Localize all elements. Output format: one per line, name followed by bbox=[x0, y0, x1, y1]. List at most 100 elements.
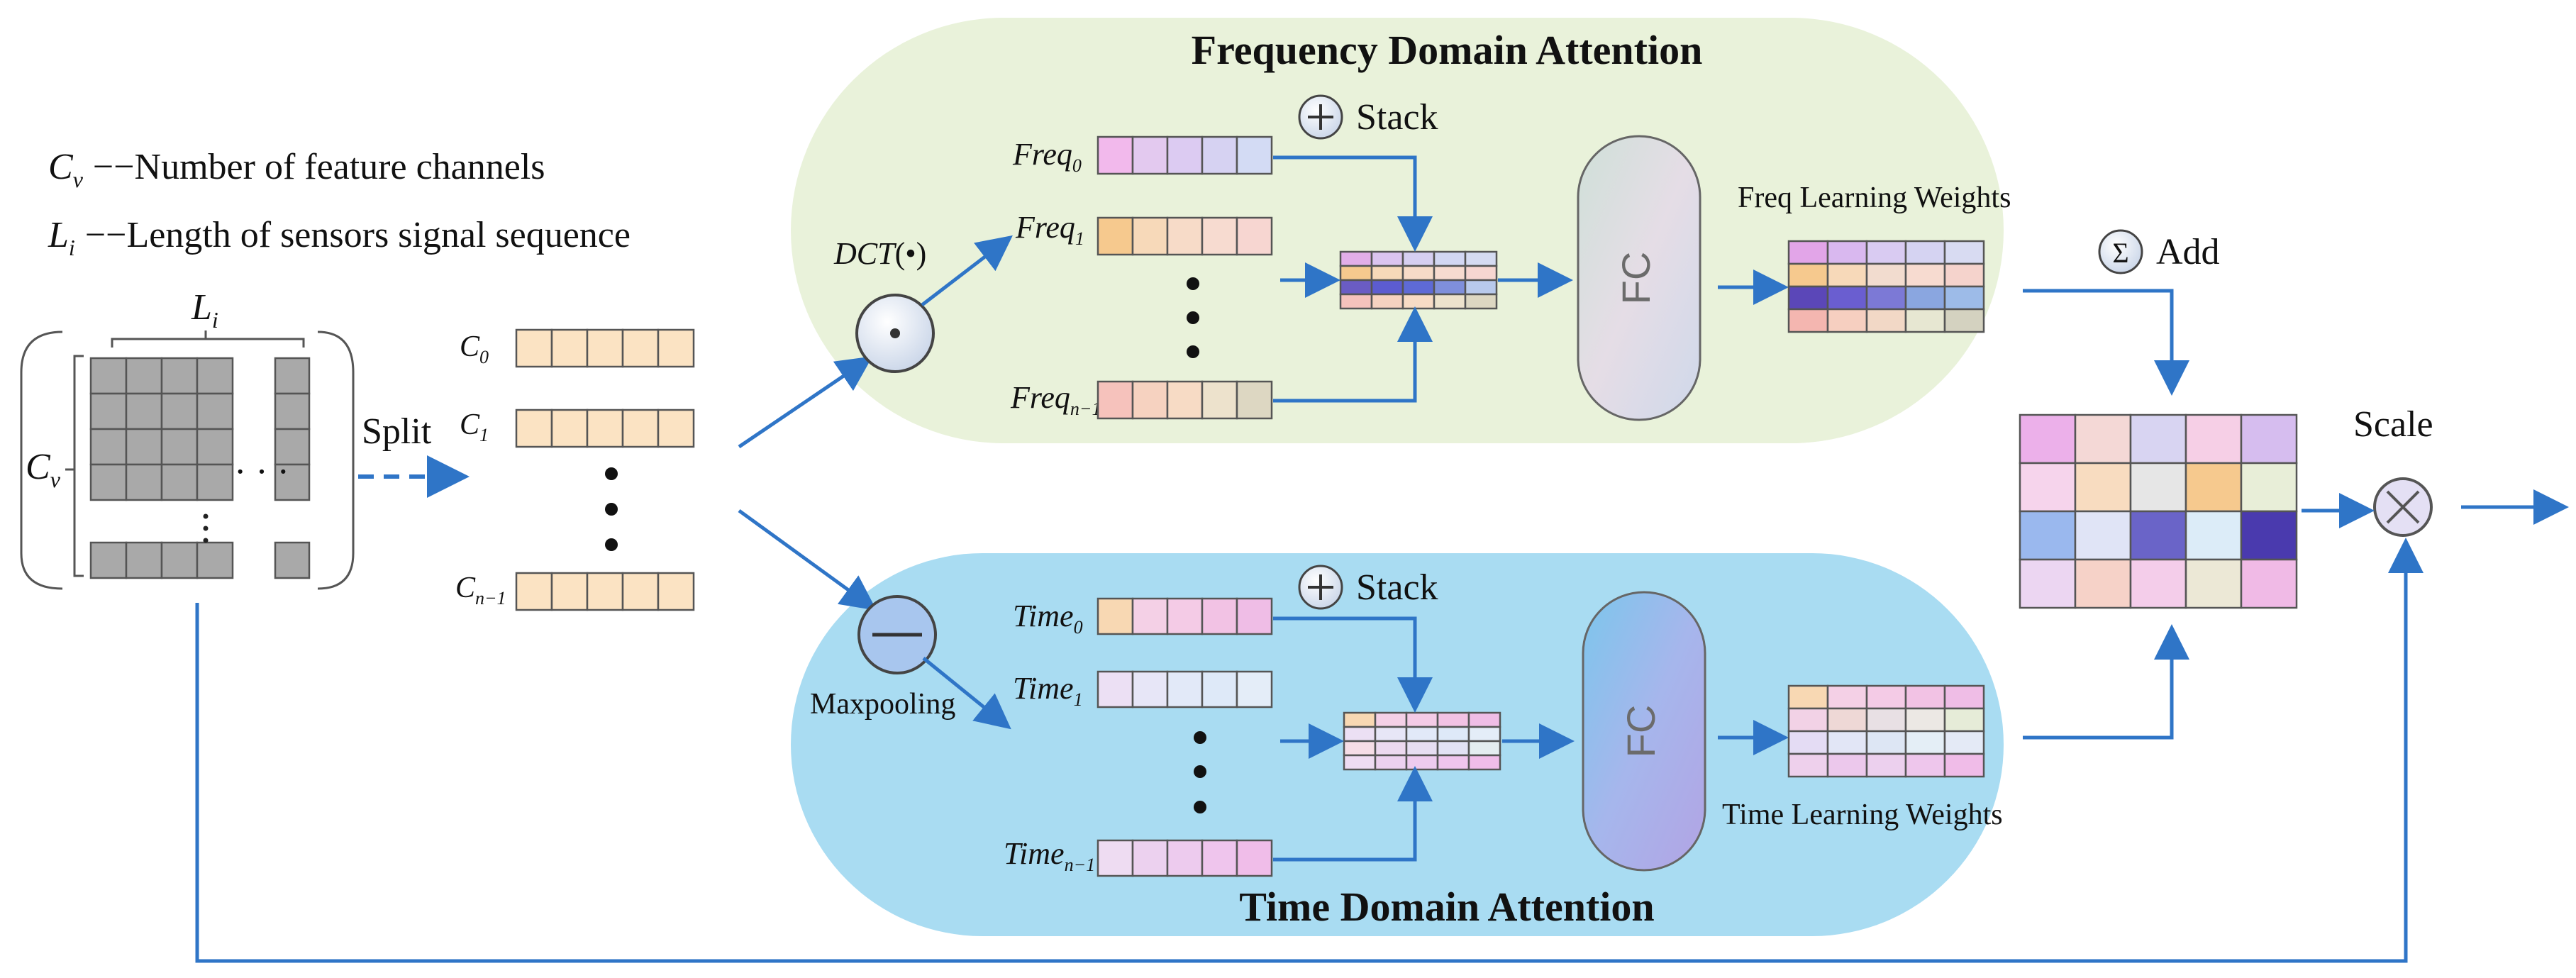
stacked-cell bbox=[1374, 711, 1408, 728]
freq-cell bbox=[1166, 216, 1204, 256]
channel-cell bbox=[550, 409, 589, 448]
stacked-cell bbox=[1370, 250, 1404, 267]
matrix-cell bbox=[196, 541, 234, 579]
time-stack-label: Stack bbox=[1356, 567, 1438, 608]
stacked-cell bbox=[1467, 754, 1501, 771]
channel-cell bbox=[586, 328, 624, 368]
weight-cell bbox=[1904, 240, 1946, 265]
stacked-cell bbox=[1464, 293, 1498, 310]
combined-cell bbox=[2129, 462, 2187, 513]
weight-cell bbox=[1904, 308, 1946, 333]
matrix-cell bbox=[89, 463, 128, 501]
matrix-cell bbox=[274, 357, 311, 395]
combined-cell bbox=[2184, 413, 2243, 465]
svg-text:Σ: Σ bbox=[2112, 237, 2128, 269]
freq-label-n: Freqn−1 bbox=[1010, 380, 1101, 419]
weight-cell bbox=[1826, 262, 1868, 288]
input-cv-label: Cv bbox=[26, 447, 61, 492]
li-brace bbox=[111, 330, 305, 348]
input-feature-matrix: Li Cv · · · bbox=[20, 287, 355, 590]
combined-cell bbox=[2129, 510, 2187, 561]
weight-cell bbox=[1943, 308, 1985, 333]
combined-cell bbox=[2074, 462, 2132, 513]
time-rows: Time0 Time1 Timen−1 bbox=[1004, 597, 1273, 877]
stacked-cell bbox=[1339, 279, 1373, 296]
time-cell bbox=[1097, 839, 1134, 877]
matrix-cell bbox=[274, 428, 311, 466]
freq-stack: Stack bbox=[1298, 94, 1438, 140]
matrix-v-dot bbox=[203, 513, 209, 519]
time-dot bbox=[1194, 731, 1206, 744]
weight-cell bbox=[1904, 285, 1946, 311]
weight-cell bbox=[1865, 240, 1907, 265]
combined-cell bbox=[2240, 558, 2298, 609]
combined-weights-matrix bbox=[2019, 413, 2298, 609]
matrix-cell bbox=[274, 392, 311, 430]
matrix-cell bbox=[125, 357, 163, 395]
stacked-cell bbox=[1401, 250, 1436, 267]
stacked-cell bbox=[1374, 726, 1408, 743]
channel-cell bbox=[657, 572, 695, 611]
stacked-cell bbox=[1405, 754, 1439, 771]
time-cell bbox=[1201, 670, 1238, 709]
stacked-cell bbox=[1339, 293, 1373, 310]
freq-domain-region bbox=[791, 18, 2004, 443]
dct-to-freq-arrow bbox=[921, 235, 1013, 306]
freq-cell bbox=[1097, 380, 1134, 420]
time-cell bbox=[1131, 670, 1169, 709]
maxpool-label: Maxpooling bbox=[810, 688, 955, 721]
stacked-cell bbox=[1467, 711, 1501, 728]
minus-circle-icon bbox=[857, 595, 937, 674]
freq-cell bbox=[1131, 135, 1169, 175]
combined-cell bbox=[2129, 413, 2187, 465]
combined-cell bbox=[2129, 558, 2187, 609]
stacked-cell bbox=[1464, 250, 1498, 267]
matrix-cell bbox=[160, 428, 199, 466]
stacked-cell bbox=[1467, 740, 1501, 757]
weight-cell bbox=[1943, 684, 1985, 710]
channel-cell bbox=[586, 572, 624, 611]
time-cell bbox=[1236, 670, 1273, 709]
weight-cell bbox=[1943, 262, 1985, 288]
input-li-label: Li bbox=[191, 287, 218, 333]
plus-circle-icon bbox=[1298, 565, 1343, 610]
stacked-cell bbox=[1343, 740, 1377, 757]
freq-stack-label: Stack bbox=[1356, 97, 1438, 138]
scale-label: Scale bbox=[2353, 404, 2433, 445]
weight-cell bbox=[1826, 308, 1868, 333]
weight-cell bbox=[1865, 285, 1907, 311]
stacked-cell bbox=[1464, 265, 1498, 282]
freq-cell bbox=[1166, 135, 1204, 175]
merge-arrows bbox=[2023, 289, 2189, 740]
weight-cell bbox=[1904, 262, 1946, 288]
freq-cell bbox=[1097, 216, 1134, 256]
stacked-cell bbox=[1401, 279, 1436, 296]
freq-dot bbox=[1187, 345, 1199, 358]
channel-dot bbox=[605, 538, 618, 551]
channel-cell bbox=[657, 409, 695, 448]
channel-cell bbox=[515, 328, 553, 368]
split-label: Split bbox=[362, 411, 432, 452]
time-cell bbox=[1201, 839, 1238, 877]
stacked-cell bbox=[1436, 711, 1470, 728]
matrix-cell bbox=[196, 392, 234, 430]
stacked-cell bbox=[1370, 265, 1404, 282]
freq-cell bbox=[1166, 380, 1204, 420]
stacked-cell bbox=[1374, 740, 1408, 757]
combined-cell bbox=[2074, 510, 2132, 561]
combined-cell bbox=[2184, 462, 2243, 513]
channel-cell bbox=[621, 409, 660, 448]
to-dct-arrow bbox=[738, 356, 873, 449]
stacked-cell bbox=[1436, 726, 1470, 743]
stacked-cell bbox=[1374, 754, 1408, 771]
time-stack: Stack bbox=[1298, 565, 1438, 610]
to-maxpool-arrow bbox=[738, 509, 877, 611]
freq-cell bbox=[1201, 135, 1238, 175]
weight-cell bbox=[1943, 707, 1985, 733]
weight-cell bbox=[1787, 240, 1829, 265]
freq-weights-label: Freq Learning Weights bbox=[1738, 182, 2011, 214]
weight-cell bbox=[1943, 730, 1985, 755]
freq-arrows bbox=[1273, 155, 1789, 403]
channel-dot bbox=[605, 467, 618, 480]
stacked-cell bbox=[1405, 726, 1439, 743]
